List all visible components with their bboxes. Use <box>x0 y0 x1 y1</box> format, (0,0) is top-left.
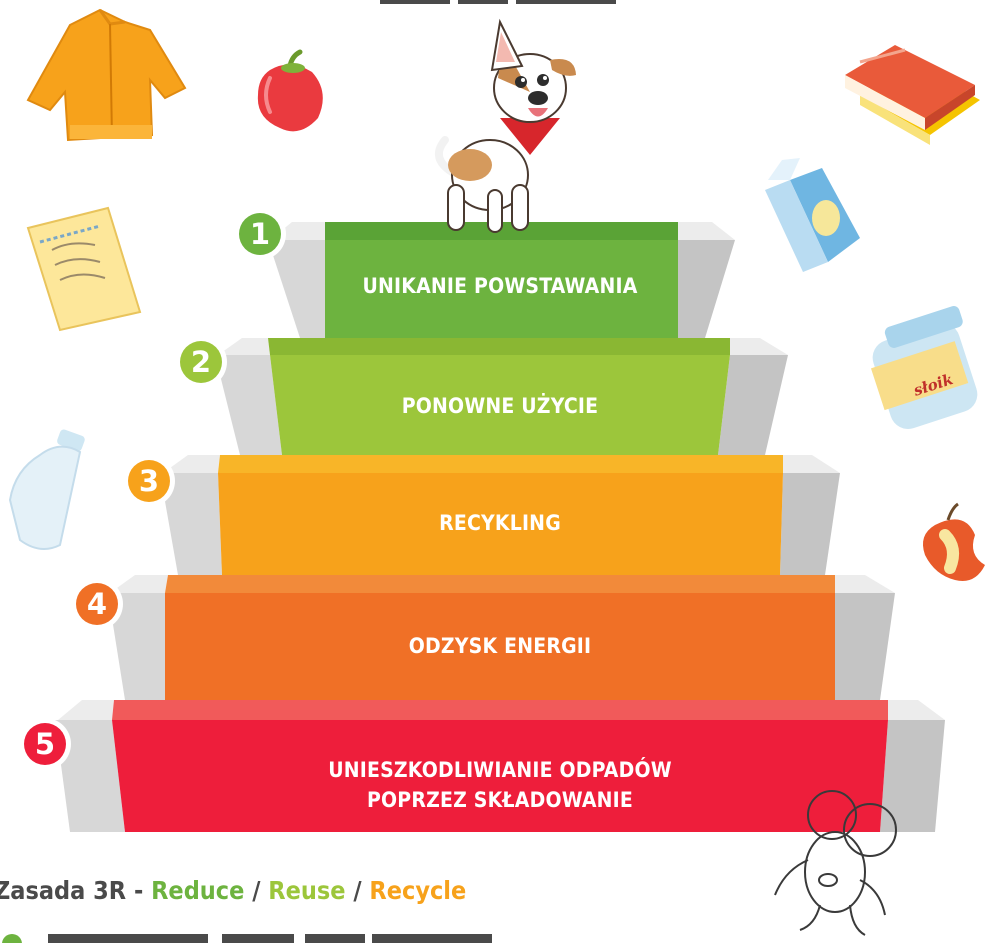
books-icon <box>845 45 980 145</box>
cropped-footer-line <box>0 934 500 943</box>
step-4-label: ODZYSK ENERGII <box>408 634 592 658</box>
step-2-label: PONOWNE UŻYCIE <box>401 394 599 418</box>
apple-core-icon <box>922 502 985 581</box>
rule-reuse: Reuse <box>268 876 346 905</box>
bottle-icon <box>8 429 85 550</box>
cropped-top-title <box>380 0 620 6</box>
step-5-label-line2: POPRZEZ SKŁADOWANIE <box>367 788 633 812</box>
rule-recycle: Recycle <box>369 876 467 905</box>
rule-reduce: Reduce <box>151 876 245 905</box>
step-1 <box>268 222 735 338</box>
step-5-label-line1: UNIESZKODLIWIANIE ODPADÓW <box>328 758 672 782</box>
step-4-badge: 4 <box>71 578 123 630</box>
jacket-icon <box>26 8 187 142</box>
rule-prefix: Zasada 3R - <box>0 876 152 905</box>
step-5-badge: 5 <box>19 718 71 770</box>
step-2 <box>215 338 788 455</box>
rule-3r: Zasada 3R - Reduce / Reuse / Recycle <box>0 876 466 905</box>
rule-sep-2: / <box>345 876 370 905</box>
step-3-badge: 3 <box>123 455 175 507</box>
step-5 <box>55 700 945 832</box>
step-1-number: 1 <box>239 213 281 255</box>
step-2-badge: 2 <box>175 336 227 388</box>
step-3-number: 3 <box>128 460 170 502</box>
step-3 <box>160 455 840 575</box>
dog-mascot <box>434 18 576 233</box>
step-5-number: 5 <box>24 723 66 765</box>
step-4-number: 4 <box>76 583 118 625</box>
step-4 <box>108 575 895 700</box>
bug-doodle <box>774 790 897 936</box>
step-2-number: 2 <box>180 341 222 383</box>
jar-icon: słoik <box>870 306 978 429</box>
pepper-icon <box>257 49 323 132</box>
rule-sep-1: / <box>244 876 269 905</box>
milk-carton-icon <box>765 158 860 272</box>
step-3-label: RECYKLING <box>439 511 561 535</box>
notepad-icon <box>26 206 142 332</box>
step-1-badge: 1 <box>234 208 286 260</box>
step-1-label: UNIKANIE POWSTAWANIA <box>362 274 638 298</box>
